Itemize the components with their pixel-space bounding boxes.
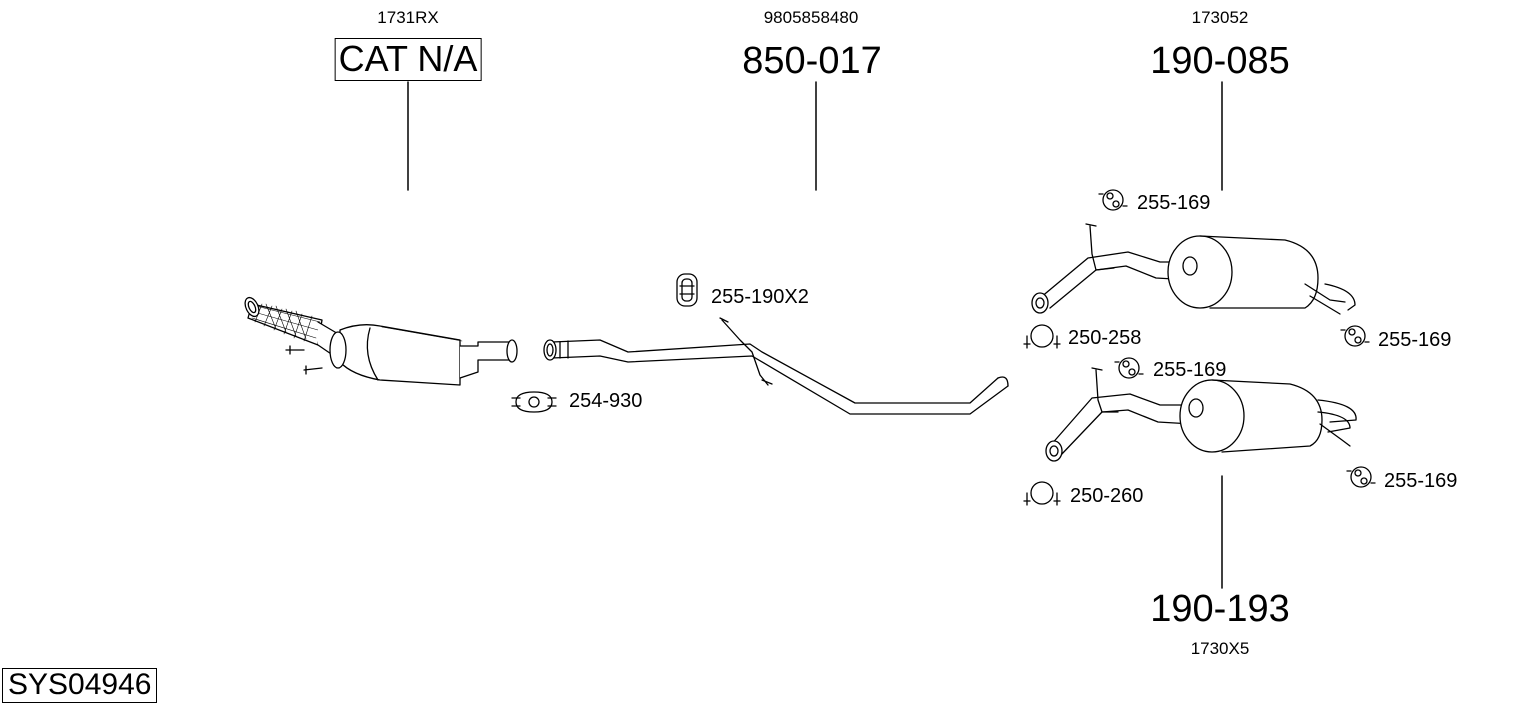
rear-silencer-1	[1031, 223, 1356, 315]
middle-pipe	[543, 317, 1009, 415]
u-clamp-icon	[1023, 324, 1061, 349]
rubber-mount-icon	[1114, 357, 1144, 379]
accessory-label: 250-260	[1070, 485, 1144, 507]
system-id: SYS04946	[2, 668, 158, 703]
u-clamp-icon	[1023, 481, 1061, 506]
part-number: 190-085	[1150, 40, 1290, 82]
rubber-hanger-icon	[676, 273, 698, 307]
oem-number: 173052	[1191, 8, 1249, 27]
oem-number: 9805858480	[763, 8, 859, 27]
rubber-mount-icon	[1098, 189, 1128, 211]
catalyst-assembly	[244, 296, 518, 386]
accessory-label: 255-190X2	[711, 286, 809, 308]
accessory-label: 254-930	[569, 390, 643, 412]
accessory-label: 250-258	[1068, 327, 1142, 349]
part-number-boxed: CAT N/A	[334, 38, 482, 81]
rubber-mount-icon	[1346, 466, 1376, 488]
oem-number: 1731RX	[377, 8, 439, 27]
accessory-label: 255-169	[1384, 470, 1458, 492]
rear-silencer-2	[1045, 367, 1357, 462]
part-number: 190-193	[1150, 588, 1290, 630]
rubber-mount-icon	[1340, 325, 1370, 347]
oem-number: 1730X5	[1190, 639, 1250, 658]
clamp-icon	[511, 391, 557, 413]
accessory-label: 255-169	[1378, 329, 1452, 351]
accessory-label: 255-169	[1153, 359, 1227, 381]
accessory-label: 255-169	[1137, 192, 1211, 214]
part-number: 850-017	[742, 40, 882, 82]
